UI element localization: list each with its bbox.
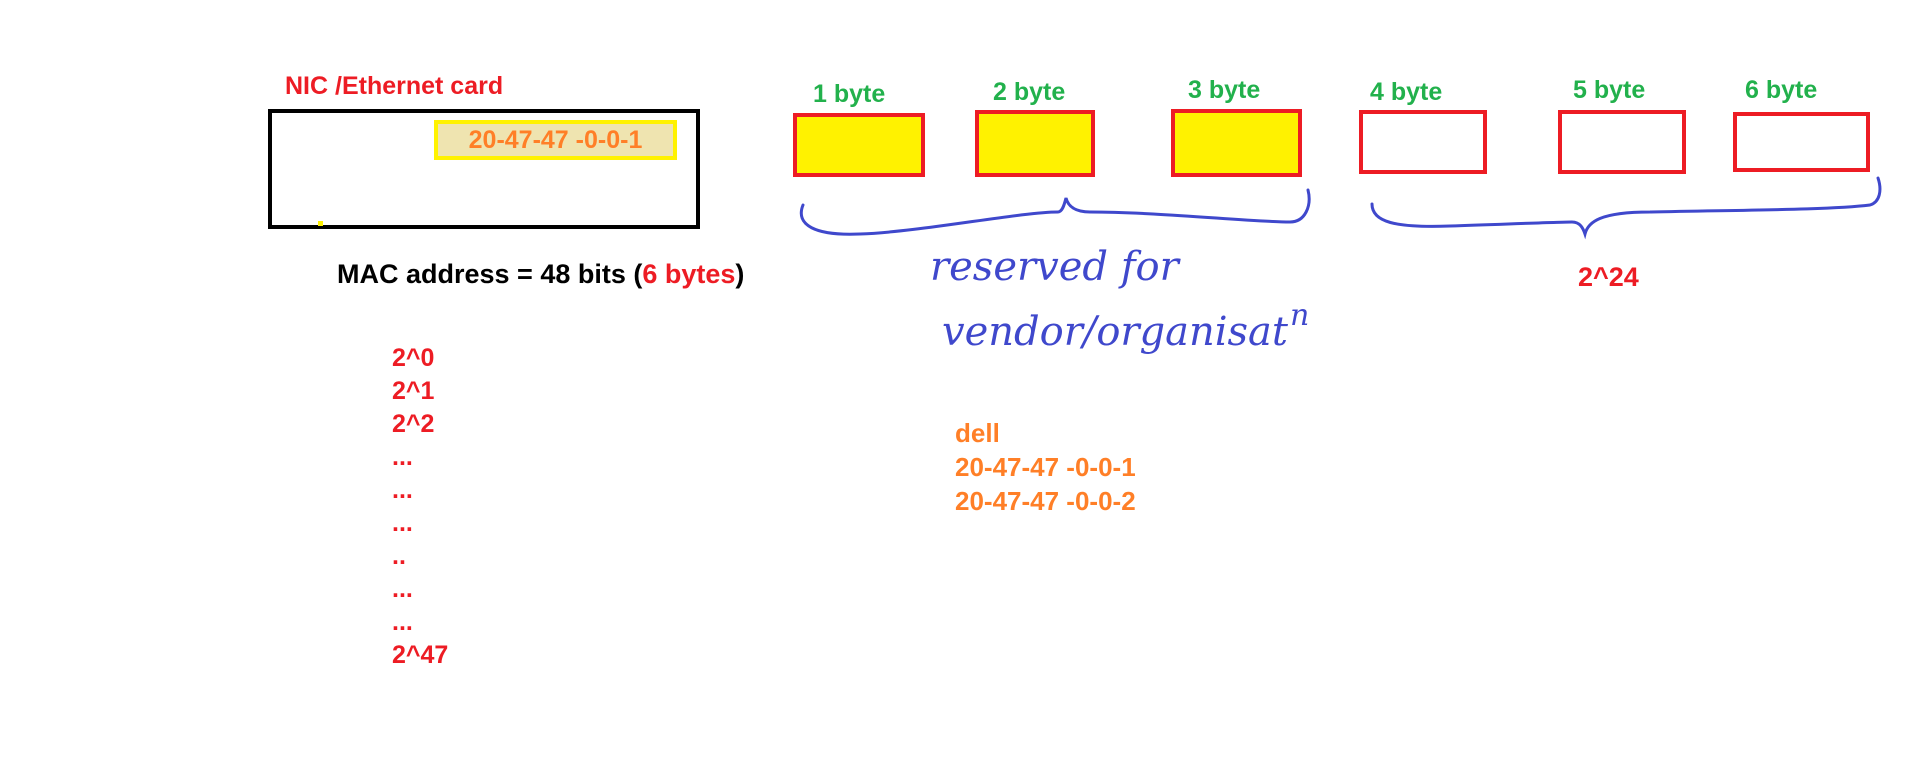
power-item: .. bbox=[392, 542, 406, 570]
power-item: 2^0 bbox=[392, 344, 435, 372]
handwritten-note-line1: reserved for bbox=[930, 244, 1182, 290]
power-item: 2^47 bbox=[392, 641, 449, 669]
vendor-address: 20-47-47 -0-0-1 bbox=[955, 452, 1136, 482]
mac-formula-highlight: 6 bytes bbox=[642, 259, 736, 289]
byte-label-5: 5 byte bbox=[1573, 76, 1646, 104]
power-item: ... bbox=[392, 608, 413, 636]
right-curly-brace bbox=[1370, 176, 1882, 240]
power-item: 2^2 bbox=[392, 410, 435, 438]
byte-box-1 bbox=[793, 113, 925, 177]
byte-label-2: 2 byte bbox=[993, 78, 1066, 106]
byte-label-1: 1 byte bbox=[813, 80, 886, 108]
mac-address-formula: MAC address = 48 bits (6 bytes) bbox=[337, 259, 744, 290]
mac-formula-suffix: ) bbox=[735, 259, 745, 289]
vendor-name: dell bbox=[955, 418, 1000, 448]
power-item: ... bbox=[392, 443, 413, 471]
left-curly-brace bbox=[799, 188, 1311, 236]
handwritten-note-superscript: n bbox=[1290, 298, 1309, 333]
brace-right-label: 2^24 bbox=[1578, 262, 1639, 292]
byte-label-4: 4 byte bbox=[1370, 78, 1443, 106]
byte-label-6: 6 byte bbox=[1745, 76, 1818, 104]
byte-box-2 bbox=[975, 110, 1095, 177]
yellow-dot bbox=[318, 221, 323, 226]
power-item: 2^1 bbox=[392, 377, 435, 405]
byte-box-5 bbox=[1558, 110, 1686, 174]
power-item: ... bbox=[392, 476, 413, 504]
byte-box-3 bbox=[1171, 109, 1302, 177]
nic-card-box bbox=[268, 109, 700, 229]
power-item: ... bbox=[392, 509, 413, 537]
power-item: ... bbox=[392, 575, 413, 603]
nic-title: NIC /Ethernet card bbox=[285, 72, 504, 100]
mac-formula-prefix: MAC address = 48 bits ( bbox=[337, 259, 643, 289]
byte-box-4 bbox=[1359, 110, 1487, 174]
vendor-address: 20-47-47 -0-0-2 bbox=[955, 486, 1136, 516]
handwritten-note-line2: vendor/organisat bbox=[942, 309, 1289, 355]
byte-box-6 bbox=[1733, 112, 1870, 172]
nic-mac-value: 20-47-47 -0-0-1 bbox=[434, 120, 677, 160]
byte-label-3: 3 byte bbox=[1188, 76, 1261, 104]
